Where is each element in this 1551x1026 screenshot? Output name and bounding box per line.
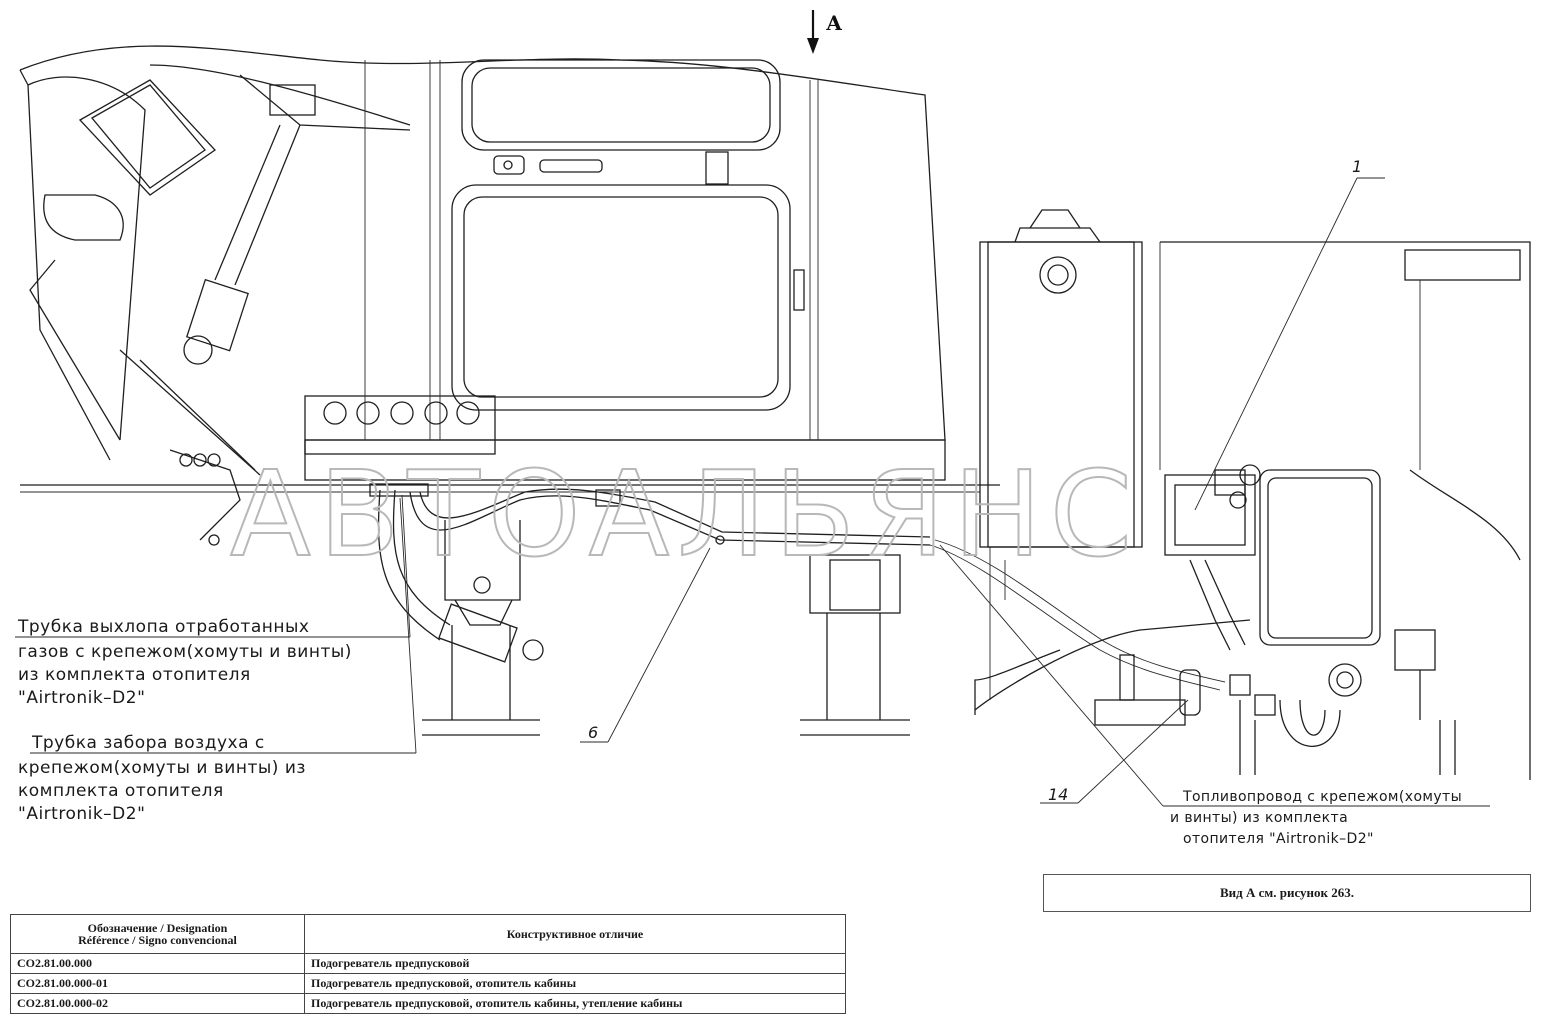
heater-tubes bbox=[369, 483, 931, 663]
watermark: АВТОАЛЬЯНС bbox=[230, 445, 1140, 583]
difference-header: Конструктивное отличие bbox=[304, 914, 846, 954]
view-a-label: А bbox=[826, 11, 843, 35]
fuel-line bbox=[929, 539, 1226, 691]
svg-text:из комплекта отопителя: из комплекта отопителя bbox=[18, 665, 251, 685]
heater-assembly bbox=[1094, 241, 1531, 780]
specification-table: Обозначение / Designation Référence / Si… bbox=[10, 914, 846, 1014]
svg-text:отопителя "Airtronik–D2": отопителя "Airtronik–D2" bbox=[1183, 831, 1374, 847]
technical-drawing: А bbox=[15, 10, 1531, 847]
frame-holes bbox=[323, 401, 480, 425]
position-number-6: 6 bbox=[588, 723, 598, 742]
designation-cell: СО2.81.00.000-02 bbox=[10, 993, 305, 1014]
table-row: СО2.81.00.000-01 Подогреватель предпуско… bbox=[10, 973, 846, 994]
difference-cell: Подогреватель предпусковой, отопитель ка… bbox=[304, 993, 846, 1014]
table-header-row: Обозначение / Designation Référence / Si… bbox=[10, 914, 846, 954]
svg-text:комплекта отопителя: комплекта отопителя bbox=[18, 781, 224, 801]
svg-text:Трубка забора воздуха с: Трубка забора воздуха с bbox=[31, 733, 265, 753]
table-row: СО2.81.00.000 Подогреватель предпусковой bbox=[10, 953, 846, 974]
frame-supports bbox=[422, 520, 910, 736]
table-row: СО2.81.00.000-02 Подогреватель предпуско… bbox=[10, 993, 846, 1014]
leader-lines bbox=[15, 177, 1490, 807]
designation-cell: СО2.81.00.000-01 bbox=[10, 973, 305, 994]
designation-header: Обозначение / Designation Référence / Si… bbox=[10, 914, 305, 954]
svg-text:газов с крепежом(хомуты и винт: газов с крепежом(хомуты и винты) bbox=[18, 642, 352, 662]
svg-text:"Airtronik–D2": "Airtronik–D2" bbox=[18, 688, 145, 708]
svg-text:Топливопровод с крепежом(хомут: Топливопровод с крепежом(хомуты bbox=[1182, 789, 1462, 805]
svg-text:крепежом(хомуты и винты) из: крепежом(хомуты и винты) из bbox=[18, 758, 306, 778]
difference-cell: Подогреватель предпусковой bbox=[304, 953, 846, 974]
callout-air-intake-pipe: Трубка забора воздуха с крепежом(хомуты … bbox=[18, 733, 306, 824]
position-number-1: 1 bbox=[1352, 157, 1362, 176]
callout-exhaust-pipe: Трубка выхлопа отработанных газов с креп… bbox=[17, 617, 352, 708]
roof-mechanism bbox=[43, 64, 411, 546]
position-number-14: 14 bbox=[1048, 785, 1068, 804]
cab-door bbox=[364, 59, 819, 440]
difference-cell: Подогреватель предпусковой, отопитель ка… bbox=[304, 973, 846, 994]
svg-text:"Airtronik–D2": "Airtronik–D2" bbox=[18, 804, 145, 824]
svg-text:Трубка выхлопа отработанных: Трубка выхлопа отработанных bbox=[17, 617, 309, 637]
designation-cell: СО2.81.00.000 bbox=[10, 953, 305, 974]
cab-outline bbox=[19, 45, 1000, 493]
tank bbox=[974, 209, 1251, 715]
callout-fuel-line: Топливопровод с крепежом(хомуты и винты)… bbox=[1170, 789, 1462, 847]
view-note: Вид А см. рисунок 263. bbox=[1043, 874, 1531, 912]
svg-text:и винты) из комплекта: и винты) из комплекта bbox=[1170, 810, 1348, 826]
view-a-arrow: А bbox=[807, 10, 843, 54]
